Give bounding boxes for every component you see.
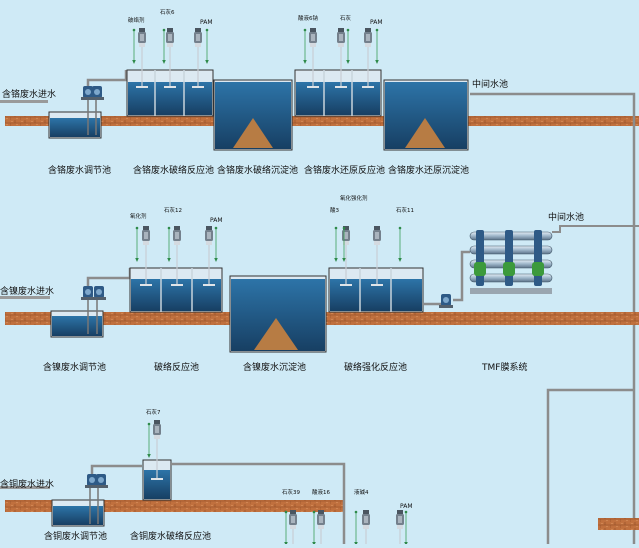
dosing-icon	[204, 28, 210, 65]
label-l3-break-reaction: 含铜废水破络反应池	[130, 530, 211, 542]
label-l2-settle: 含镍废水沉淀池	[243, 361, 306, 373]
mixer-icon	[394, 510, 406, 548]
label-l3-adjust: 含铜废水调节池	[44, 530, 107, 542]
pipe-row3-b	[171, 462, 346, 544]
dosing-icon	[134, 226, 140, 263]
label-l2-adjust: 含镍废水调节池	[43, 361, 106, 373]
dose-label: PAM	[200, 19, 213, 26]
label-l1-reduce-settle: 含铬废水还原沉淀池	[388, 164, 469, 176]
label-l1-inlet: 含铬废水进水	[2, 88, 56, 100]
dose-label: 破络剂	[128, 16, 145, 24]
pump-icon	[94, 474, 108, 488]
pipe-row2-tmf	[453, 250, 470, 302]
dosing-icon	[131, 28, 137, 65]
sludge-cone	[233, 118, 273, 148]
row-copper: 石灰7 石灰39 酸液16 液碱4 PAM 含铜废水进水 含铜废水调节池 含铜废…	[0, 408, 639, 548]
dose-label: 酸液16	[312, 488, 330, 496]
pump-icon	[90, 86, 104, 100]
dose-label: 石灰11	[396, 206, 414, 214]
sludge-cone	[405, 118, 445, 148]
label-l2-enhanced: 破络强化反应池	[344, 361, 407, 373]
dosing-icon	[213, 226, 219, 263]
dosing-icon	[166, 226, 172, 263]
sludge-cone	[254, 318, 298, 350]
dose-label: 液碱4	[354, 488, 369, 496]
dosing-icon	[311, 510, 317, 547]
ground-row3-right	[598, 518, 639, 530]
dose-label: 石灰6	[160, 8, 175, 16]
dose-label: 石灰12	[164, 206, 182, 214]
label-l1-mid-pool: 中间水池	[472, 78, 508, 90]
label-l2-break-reaction: 破络反应池	[154, 361, 199, 373]
dosing-icon	[353, 510, 359, 547]
dose-label: 酸液6钠	[298, 14, 318, 22]
label-l1-break-reaction: 含铬废水破络反应池	[133, 164, 214, 176]
inlet-pipe-row3	[0, 486, 50, 489]
dosing-icon	[146, 422, 152, 459]
pipe-row2-out	[552, 225, 639, 233]
dose-label: 石灰39	[282, 488, 300, 496]
row-nickel: 氧化剂 石灰12 PAM 酸3 氧化强化剂 石灰11	[0, 194, 639, 544]
row-chromium: 破络剂 石灰6 PAM 酸液6钠 石灰 PAM 含铬废水进水 中间水池 含铬废水…	[0, 8, 639, 544]
label-l1-reduce: 含铬废水还原反应池	[304, 164, 385, 176]
label-l2-mid-pool: 中间水池	[548, 211, 584, 223]
pipe-row3-a	[90, 464, 142, 474]
dosing-icon	[397, 226, 403, 263]
inlet-pipe-row1	[0, 100, 48, 103]
dosing-icon	[374, 28, 380, 65]
label-l1-adjust: 含铬废水调节池	[48, 164, 111, 176]
pipe-return	[546, 388, 634, 544]
dose-label: 石灰	[340, 14, 352, 22]
dose-label: 氧化强化剂	[340, 194, 368, 202]
dosing-icon	[345, 28, 351, 65]
dosing-icon	[302, 28, 308, 65]
pipe-row2-a	[86, 268, 132, 286]
mixer-icon	[315, 510, 327, 548]
pipe-row1-a	[86, 70, 128, 86]
pump-icon	[92, 286, 106, 300]
dosing-icon	[283, 510, 289, 547]
mixer-icon	[360, 510, 372, 548]
dose-label: PAM	[370, 19, 383, 26]
dose-label: 酸3	[330, 206, 340, 214]
dose-label: PAM	[210, 217, 223, 224]
dose-label: 石灰7	[146, 408, 161, 416]
dosing-icon	[161, 28, 167, 65]
inlet-pipe-row2	[0, 296, 50, 299]
ground-row1	[5, 116, 639, 126]
dose-label: PAM	[400, 503, 413, 510]
dose-label: 氧化剂	[130, 212, 147, 220]
dosing-icon	[333, 226, 339, 263]
label-l2-tmf: TMF膜系统	[481, 361, 527, 373]
tmf-membrane-system	[469, 230, 553, 294]
mixer-icon	[287, 510, 299, 548]
label-l2-inlet: 含镍废水进水	[0, 285, 54, 297]
label-l3-inlet: 含铜废水进水	[0, 478, 54, 490]
pipe-row1-out	[470, 92, 636, 544]
label-l1-settle: 含铬废水破络沉淀池	[217, 164, 298, 176]
pump-icon	[439, 294, 453, 308]
dosing-icon	[403, 510, 409, 547]
